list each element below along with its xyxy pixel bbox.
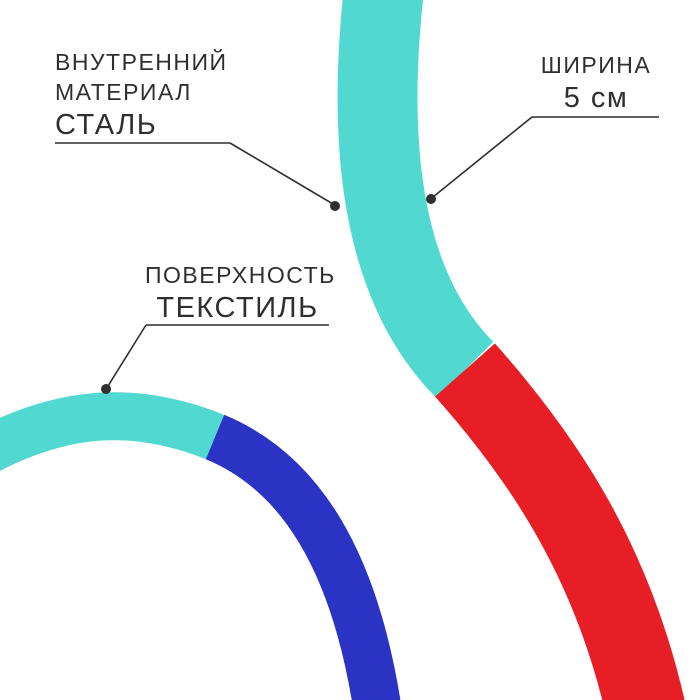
inner-material-title-line2: МАТЕРИАЛ xyxy=(55,79,192,105)
small-hoop-blue-segment xyxy=(205,414,401,700)
inner-material-title-line1: ВНУТРЕННИЙ xyxy=(55,49,228,75)
steel-leader-line xyxy=(229,142,334,205)
large-hoop-teal-segment xyxy=(337,0,495,399)
width-anchor-dot xyxy=(426,194,436,204)
width-title: ШИРИНА xyxy=(540,52,652,78)
surface-label: ПОВЕРХНОСТЬ ТЕКСТИЛЬ xyxy=(145,260,336,325)
steel-anchor-dot xyxy=(330,201,340,211)
small-hoop-teal-segment xyxy=(0,392,224,471)
surface-anchor-dot xyxy=(101,384,111,394)
width-leader-line xyxy=(432,116,533,198)
surface-title: ПОВЕРХНОСТЬ xyxy=(145,262,336,288)
inner-material-value: СТАЛЬ xyxy=(55,109,158,141)
surface-leader-line xyxy=(107,324,147,387)
inner-material-label: ВНУТРЕННИЙ МАТЕРИАЛ СТАЛЬ xyxy=(55,47,228,142)
width-value: 5 см xyxy=(563,82,629,114)
surface-value: ТЕКСТИЛЬ xyxy=(156,292,319,324)
large-hoop-red-segment xyxy=(435,343,685,700)
width-label: ШИРИНА 5 см xyxy=(520,50,672,115)
